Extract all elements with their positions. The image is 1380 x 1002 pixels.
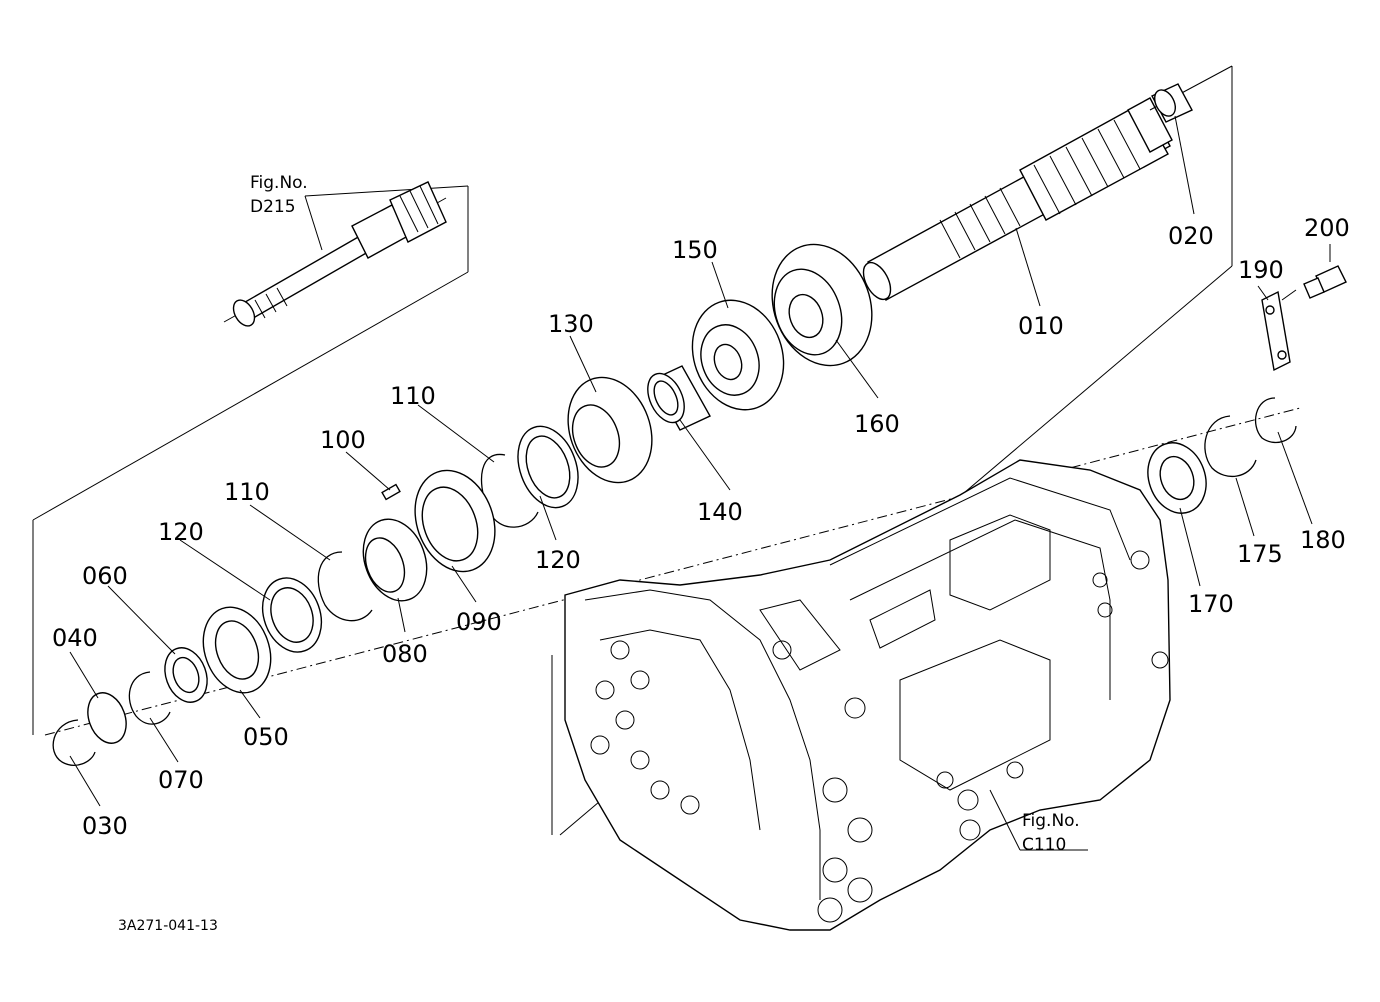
label-050: 050 — [243, 723, 289, 751]
label-070: 070 — [158, 766, 204, 794]
transmission-housing — [564, 459, 1171, 931]
ref-bottom-label: Fig.No. — [1022, 811, 1080, 831]
bearing-060 — [164, 647, 208, 703]
label-175: 175 — [1237, 540, 1283, 568]
label-100: 100 — [320, 426, 366, 454]
label-130: 130 — [548, 310, 594, 338]
label-140: 140 — [697, 498, 743, 526]
label-030: 030 — [82, 812, 128, 840]
plate-190 — [1261, 290, 1291, 372]
label-080: 080 — [382, 640, 428, 668]
snap-ring-175 — [1204, 415, 1257, 478]
cone-050 — [202, 606, 272, 694]
label-090: 090 — [456, 608, 502, 636]
label-060: 060 — [82, 562, 128, 590]
ref-bottom-code: C110 — [1022, 835, 1066, 855]
label-160: 160 — [854, 410, 900, 438]
label-110-upper: 110 — [390, 382, 436, 410]
ref-top-label: Fig.No. — [250, 173, 308, 193]
label-170: 170 — [1188, 590, 1234, 618]
needle-bearing-140 — [647, 365, 711, 431]
label-150: 150 — [672, 236, 718, 264]
washer-040 — [87, 692, 127, 744]
gear-150 — [691, 299, 785, 411]
snap-ring-030 — [52, 719, 96, 766]
label-120-lower: 120 — [158, 518, 204, 546]
gear-160 — [771, 243, 873, 367]
label-120-upper: 120 — [535, 546, 581, 574]
inset-shaft-d215 — [32, 181, 469, 735]
label-190: 190 — [1238, 256, 1284, 284]
sleeve-090 — [414, 469, 496, 573]
label-180: 180 — [1300, 526, 1346, 554]
snap-ring-070 — [128, 671, 171, 725]
label-040: 040 — [52, 624, 98, 652]
label-010: 010 — [1018, 312, 1064, 340]
ring-120-upper — [517, 425, 579, 509]
gear-130 — [567, 376, 653, 484]
ref-top-code: D215 — [250, 197, 296, 217]
snap-ring-180 — [1254, 397, 1297, 443]
hub-080 — [362, 518, 428, 602]
label-200: 200 — [1304, 214, 1350, 242]
leader-lines — [69, 115, 1331, 851]
label-020: 020 — [1168, 222, 1214, 250]
drawing-code: 3A271-041-13 — [118, 918, 218, 934]
ring-120-lower — [261, 577, 323, 653]
label-110-lower: 110 — [224, 478, 270, 506]
bolt-200 — [1303, 265, 1347, 299]
bearing-170 — [1147, 442, 1207, 514]
main-shaft-010 — [862, 97, 1173, 301]
key-100 — [381, 483, 401, 501]
bushing-020 — [1151, 83, 1193, 123]
snap-ring-110-lower — [317, 551, 373, 622]
